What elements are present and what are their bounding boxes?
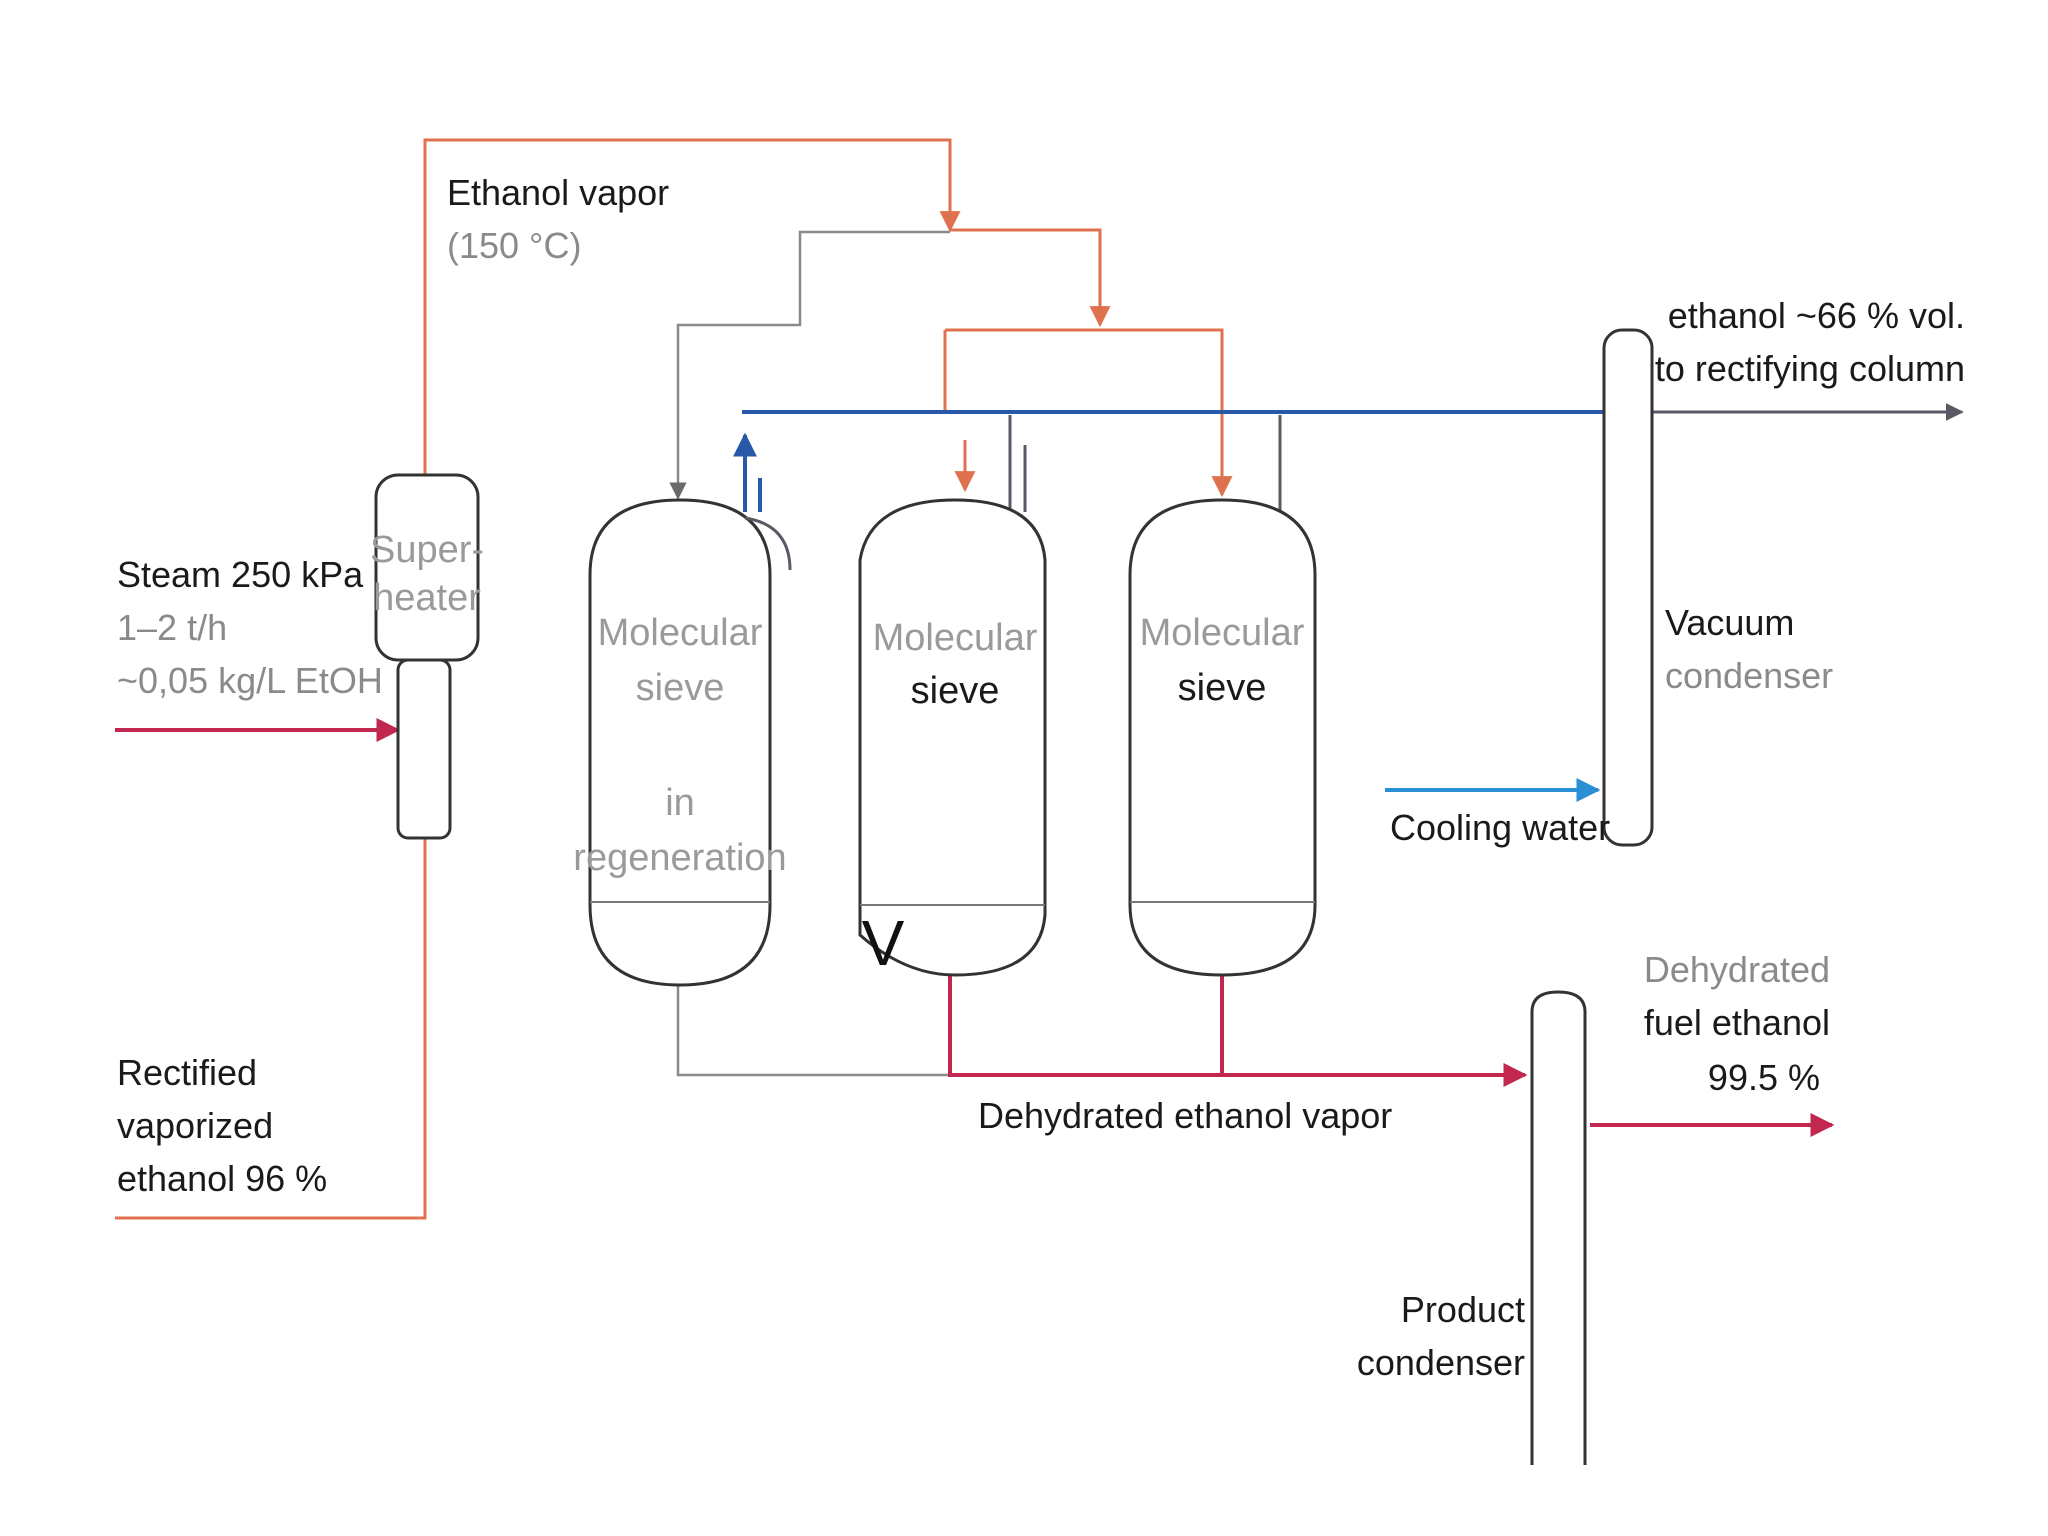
molecular-sieve-3: Molecular sieve <box>1128 498 1317 977</box>
label-cooling-water: Cooling water <box>1390 807 1610 848</box>
sieve-3-label-2: sieve <box>1178 667 1267 709</box>
steam-line-1: Steam 250 kPa <box>117 554 364 595</box>
ethanol-vapor-line-1: Ethanol vapor <box>447 172 669 213</box>
sieve-1-label-3: in <box>665 782 695 824</box>
ethanol-vapor-pipe <box>115 138 1233 1220</box>
superheater: Super- heater <box>370 473 484 840</box>
label-product-condenser: Product condenser <box>1357 1289 1525 1383</box>
label-rectified: Rectified vaporized ethanol 96 % <box>117 1052 327 1199</box>
product-condenser-line-2: condenser <box>1357 1342 1525 1383</box>
to-column-line-1: ethanol ~66 % vol. <box>1668 295 1965 336</box>
label-fuel-ethanol: Dehydrated fuel ethanol 99.5 % <box>1644 949 1830 1098</box>
steam-product-pipes <box>115 718 1835 1137</box>
label-ethanol-vapor: Ethanol vapor (150 °C) <box>447 172 669 266</box>
fuel-ethanol-line-1: Dehydrated <box>1644 949 1830 990</box>
label-dehydrated-vapor: Dehydrated ethanol vapor <box>978 1095 1392 1136</box>
to-column-line-2: to rectifying column <box>1655 348 1965 389</box>
sieve-1-label-2: sieve <box>636 667 725 709</box>
sieve-2-label-1: Molecular <box>873 617 1038 659</box>
ethanol-vapor-line-2: (150 °C) <box>447 225 581 266</box>
steam-line-2: 1–2 t/h <box>117 607 227 648</box>
fuel-ethanol-line-3: 99.5 % <box>1708 1057 1820 1098</box>
sieve-2-label-2: sieve <box>911 670 1000 712</box>
superheater-label-2: heater <box>373 577 481 619</box>
vacuum-condenser-line-2: condenser <box>1665 655 1833 696</box>
product-condenser <box>1530 990 1587 1465</box>
rectified-line-3: ethanol 96 % <box>117 1158 327 1199</box>
fuel-ethanol-line-2: fuel ethanol <box>1644 1002 1830 1043</box>
molecular-sieve-2: Molecular sieve V <box>858 498 1047 979</box>
sieve-1-label-1: Molecular <box>598 612 763 654</box>
rectified-line-2: vaporized <box>117 1105 273 1146</box>
valve-mark: V <box>862 907 905 979</box>
superheater-label-1: Super- <box>370 529 484 571</box>
label-vacuum-condenser: Vacuum condenser <box>1665 602 1833 696</box>
sieve-3-label-1: Molecular <box>1140 612 1305 654</box>
regeneration-pipe <box>669 230 950 1077</box>
vacuum-condenser-line-1: Vacuum <box>1665 602 1794 643</box>
vacuum-pipe <box>733 403 1964 512</box>
sieve-1-label-4: regeneration <box>573 837 786 879</box>
rectified-line-1: Rectified <box>117 1052 257 1093</box>
vacuum-condenser <box>1602 328 1654 847</box>
label-steam: Steam 250 kPa 1–2 t/h ~0,05 kg/L EtOH <box>117 554 383 701</box>
label-to-column: ethanol ~66 % vol. to rectifying column <box>1655 295 1965 389</box>
product-condenser-line-1: Product <box>1401 1289 1525 1330</box>
steam-line-3: ~0,05 kg/L EtOH <box>117 660 383 701</box>
molecular-sieve-regeneration: Molecular sieve in regeneration <box>573 498 792 987</box>
